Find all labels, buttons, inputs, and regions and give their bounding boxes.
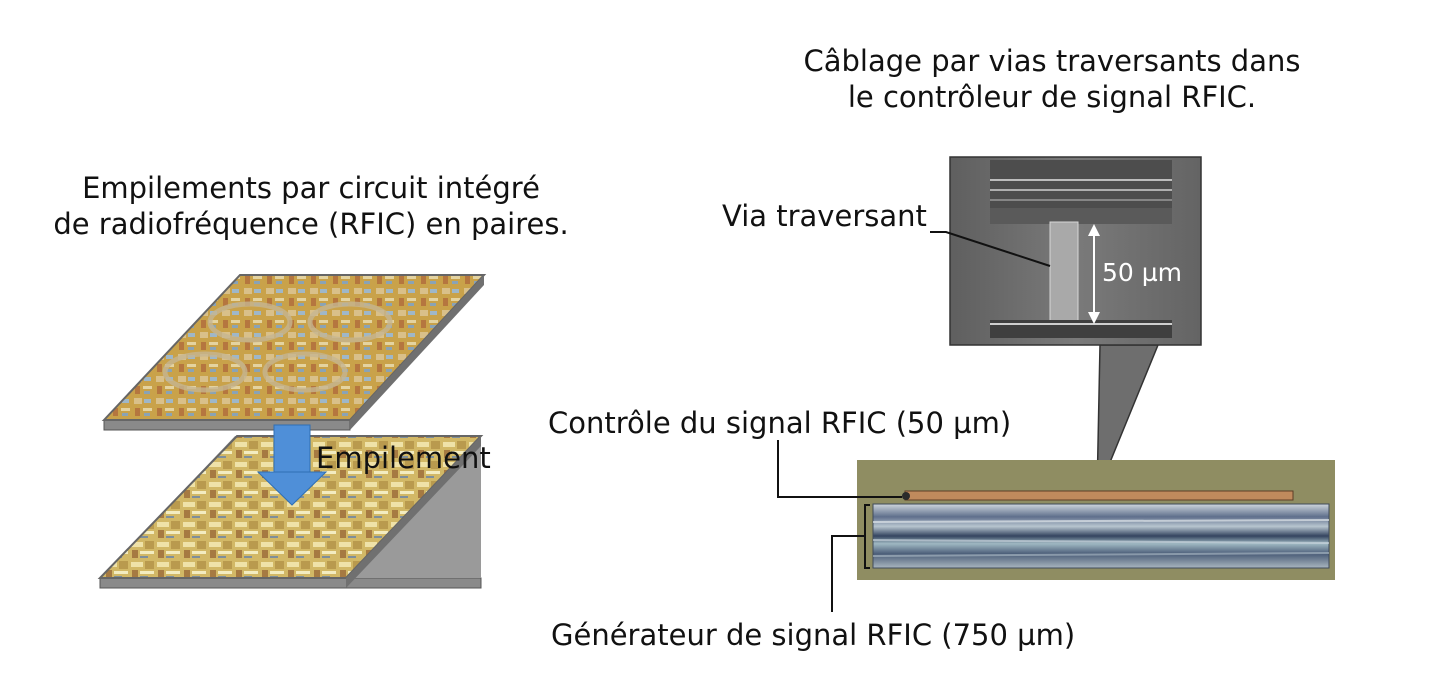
stack-label: Empilement — [316, 441, 491, 475]
left-caption-line-2: de radiofréquence (RFIC) en paires. — [53, 207, 569, 241]
via-label: Via traversant — [722, 199, 927, 233]
via-leader-line — [930, 231, 1051, 267]
right-caption-line-2: le contrôleur de signal RFIC. — [847, 80, 1257, 114]
generator-bracket — [831, 504, 870, 612]
sem-callout — [949, 156, 1202, 495]
left-caption-line-1: Empilements par circuit intégré — [82, 171, 540, 205]
upper-chip — [101, 274, 487, 431]
right-caption-line-1: Câblage par vias traversants dans — [803, 44, 1301, 78]
control-leader-line — [777, 440, 902, 498]
generator-label: Générateur de signal RFIC (750 µm) — [551, 618, 1076, 652]
via-height-label: 50 µm — [1102, 258, 1183, 287]
left-caption: Empilements par circuit intégré de radio… — [28, 170, 594, 242]
lower-chip — [97, 435, 484, 589]
wafer-cross-section — [857, 460, 1335, 580]
stack-arrow-icon — [256, 424, 328, 506]
right-caption: Câblage par vias traversants dans le con… — [760, 43, 1344, 115]
control-label: Contrôle du signal RFIC (50 µm) — [548, 406, 1012, 440]
